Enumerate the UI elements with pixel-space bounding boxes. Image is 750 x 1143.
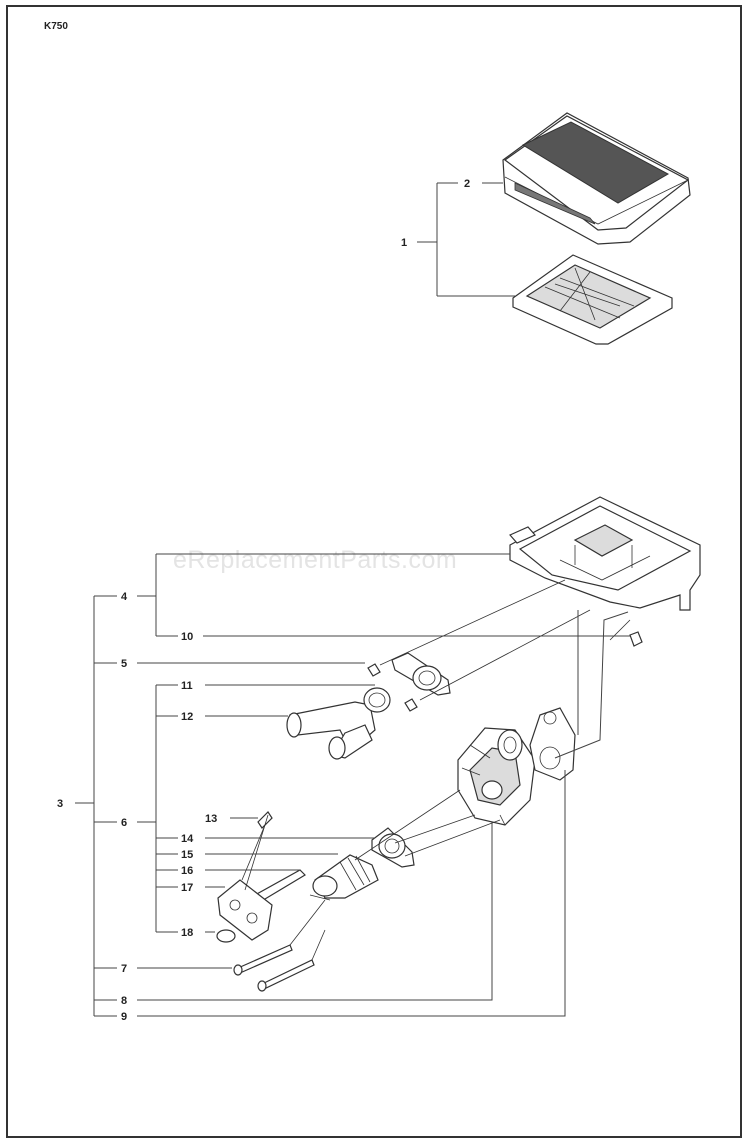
flange-lower: [371, 827, 415, 868]
watermark: eReplacementParts.com: [173, 546, 457, 574]
page-border: [6, 5, 742, 1138]
callout-9: 9: [121, 1011, 127, 1023]
callout-1: 1: [401, 237, 407, 249]
leader-1-2: [417, 182, 515, 297]
callout-3: 3: [57, 798, 63, 810]
carburetor: [457, 727, 536, 826]
callout-6: 6: [121, 817, 127, 829]
air-filter-element: [512, 254, 673, 345]
callout-17: 17: [181, 882, 193, 894]
intake-boot: [286, 687, 391, 760]
filter-housing: [509, 496, 701, 611]
callout-11: 11: [181, 680, 193, 692]
callout-16: 16: [181, 865, 193, 877]
callout-4: 4: [121, 591, 128, 603]
mounting-bracket: [217, 811, 273, 941]
callout-2: 2: [464, 178, 470, 190]
callout-5: 5: [121, 658, 127, 670]
callout-14: 14: [181, 833, 194, 845]
callout-13: 13: [205, 813, 217, 825]
callout-18: 18: [181, 927, 193, 939]
callout-15: 15: [181, 849, 193, 861]
model-label: K750: [44, 21, 68, 32]
screw-5: [367, 663, 418, 712]
intake-manifold: [312, 854, 379, 899]
callout-8: 8: [121, 995, 127, 1007]
leader-lines: [75, 553, 630, 1017]
callout-7: 7: [121, 963, 127, 975]
flange-upper: [391, 652, 451, 696]
callout-10: 10: [181, 631, 193, 643]
callout-12: 12: [181, 711, 193, 723]
bolts-7: [233, 944, 315, 992]
gasket-10: [629, 631, 643, 647]
gasket-plate: [529, 707, 576, 781]
air-filter-cover: [502, 112, 691, 245]
o-ring-18: [216, 929, 236, 943]
